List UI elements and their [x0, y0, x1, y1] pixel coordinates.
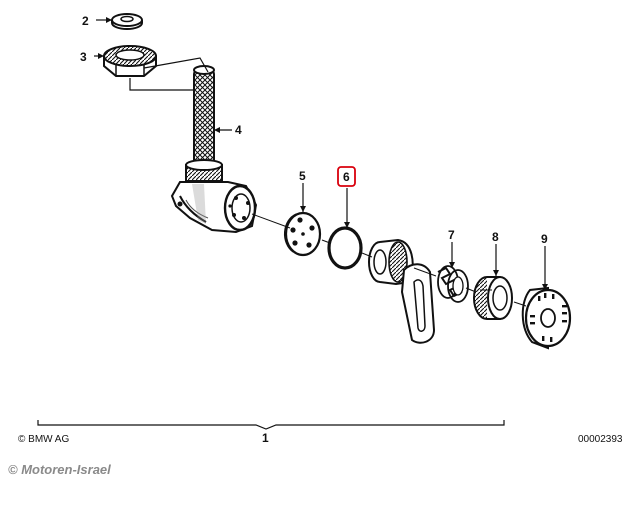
fuel-tap-body-part-4 [170, 65, 258, 234]
watermark: © Motoren-Israel [8, 462, 111, 477]
callout-5[interactable]: 5 [299, 169, 306, 183]
callout-1[interactable]: 1 [262, 431, 269, 445]
tap-lever [368, 238, 436, 344]
assembly-axis-line [251, 213, 527, 307]
callout-3[interactable]: 3 [80, 50, 87, 64]
callout-8[interactable]: 8 [492, 230, 499, 244]
callout-4[interactable]: 4 [235, 123, 242, 137]
cover-part-9 [521, 286, 572, 350]
callout-6-highlight [337, 166, 356, 187]
assembly-brace [37, 420, 505, 430]
callout-9[interactable]: 9 [541, 232, 548, 246]
callout-7[interactable]: 7 [448, 228, 455, 242]
spring-part-7 [437, 265, 469, 303]
copyright-text: © BMW AG [18, 434, 69, 445]
drawing-number: 00002393 [578, 434, 623, 445]
callout-6[interactable]: 6 [343, 170, 350, 184]
o-ring-part-6 [327, 226, 363, 270]
disc-part-5 [283, 211, 322, 257]
leader-lines [94, 19, 546, 290]
union-nut-part-3 [103, 45, 157, 77]
threaded-ring-part-8 [473, 276, 513, 320]
leader-arrowheads [98, 17, 548, 290]
washer-part-2 [111, 13, 143, 30]
callout-2[interactable]: 2 [82, 14, 89, 28]
